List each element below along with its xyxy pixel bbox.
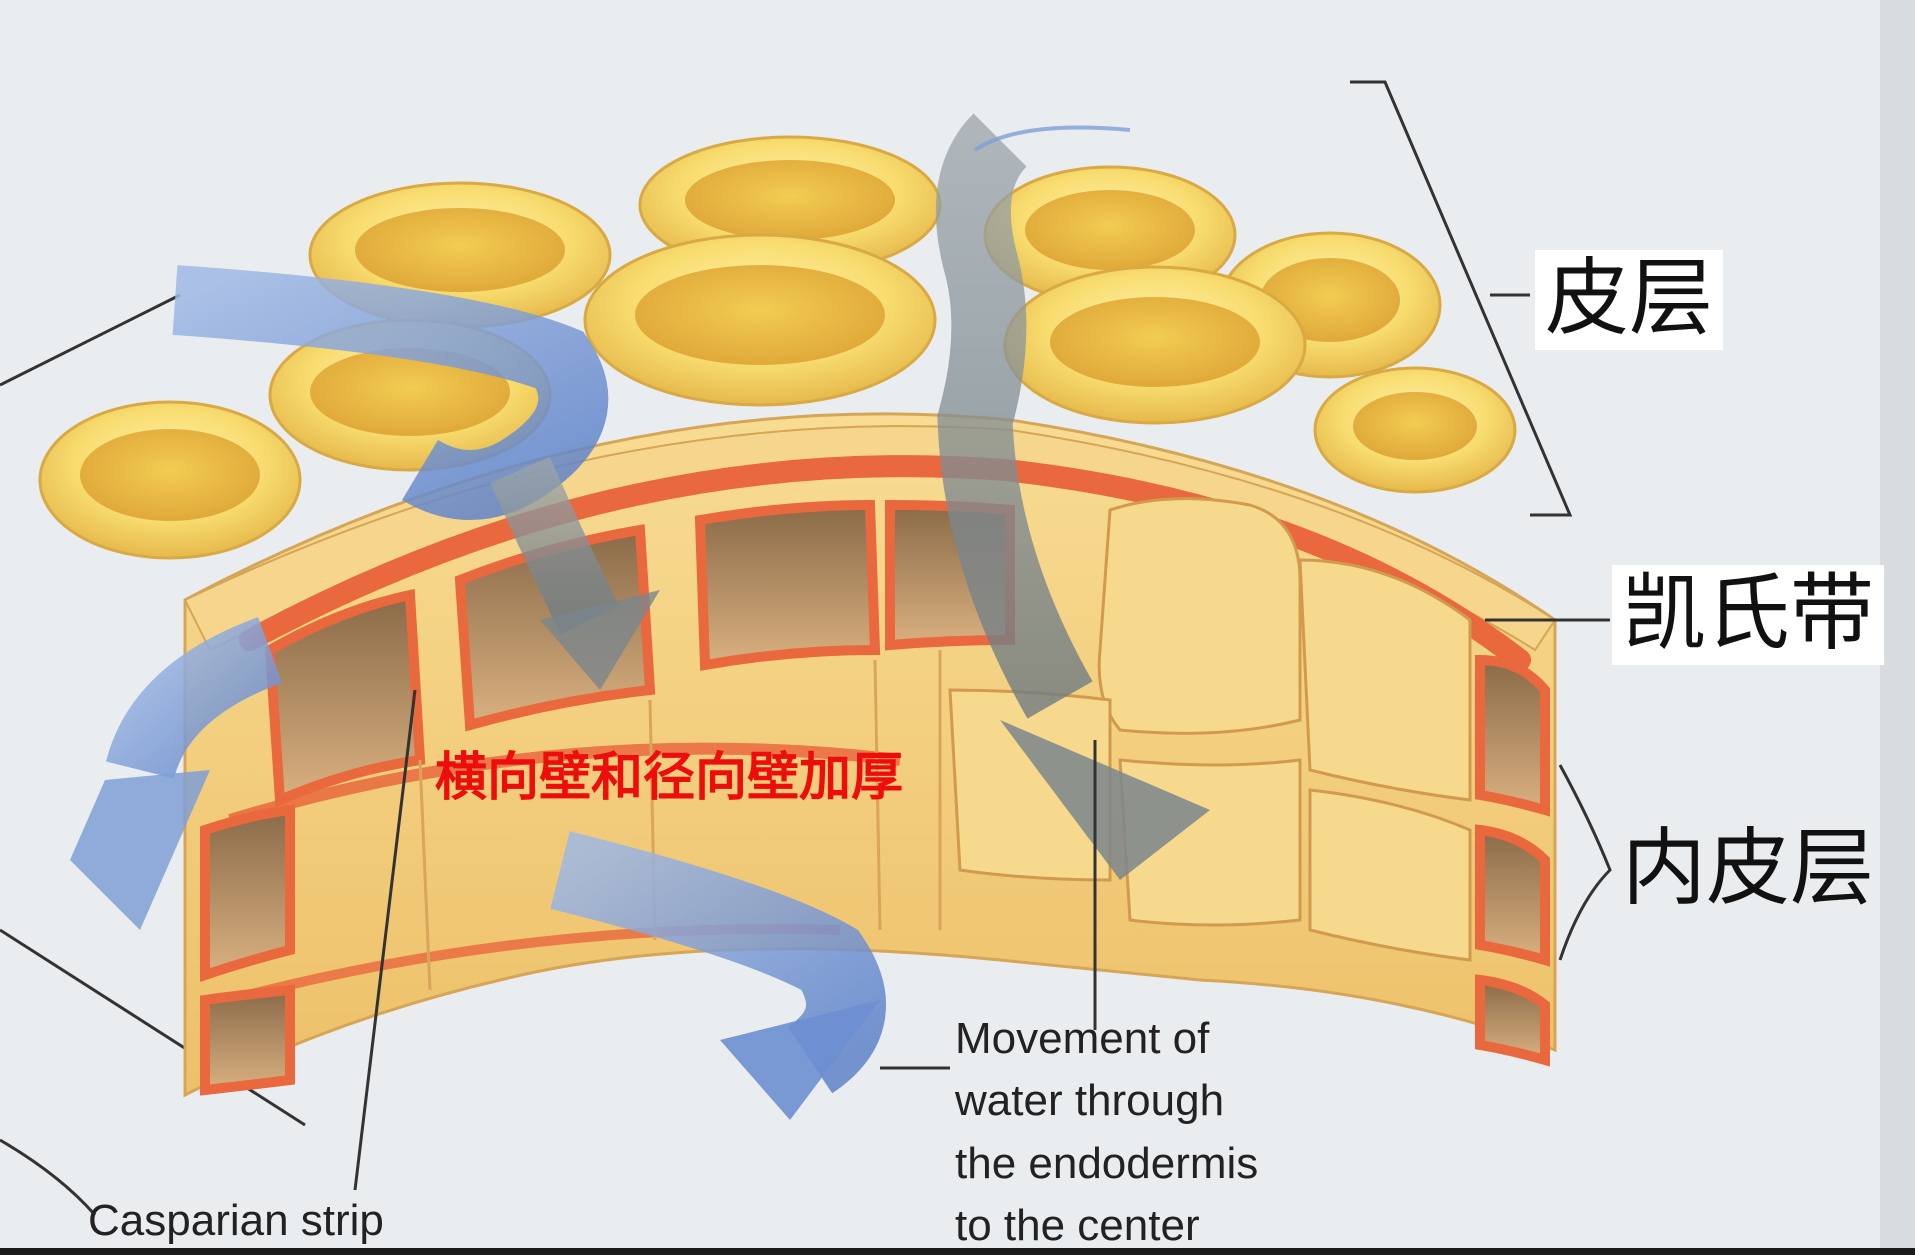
water-movement-caption: Movement of water through the endodermis… (955, 1008, 1258, 1255)
wall-thickening-label: 横向壁和径向壁加厚 (435, 735, 903, 810)
water-movement-line: the endodermis (955, 1133, 1258, 1195)
water-movement-line: Movement of (955, 1008, 1258, 1070)
bottom-border (0, 1248, 1915, 1255)
casparian-strip-label: Casparian strip (88, 1190, 384, 1252)
cortex-cell (585, 235, 935, 405)
endodermis-label: 内皮层 (1612, 820, 1884, 920)
right-edge-shadow (1880, 0, 1915, 1248)
water-movement-line: water through (955, 1070, 1258, 1132)
cortex-cell (1315, 368, 1515, 492)
cortex-cell (1005, 267, 1305, 423)
cortex-cell (40, 402, 300, 558)
cortex-label: 皮层 (1535, 250, 1723, 350)
casparian-band-label: 凯氏带 (1612, 565, 1884, 665)
water-movement-line: to the center (955, 1195, 1258, 1255)
